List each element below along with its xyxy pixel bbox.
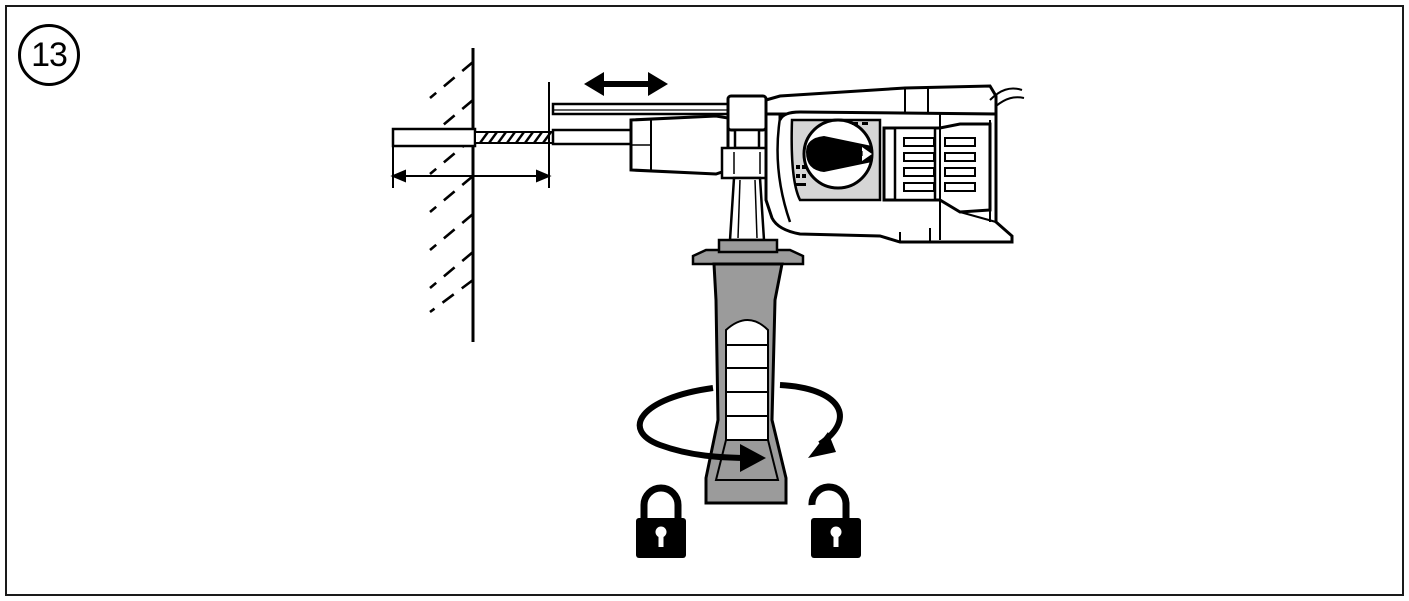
tool-chuck: [629, 114, 730, 176]
handle-collar: [726, 94, 768, 132]
padlock-closed-icon: [636, 484, 686, 558]
padlock-open-icon: [808, 483, 861, 558]
loosen-arrowhead: [808, 432, 836, 458]
double-headed-arrow-icon: [584, 72, 668, 96]
rotary-hammer-body: [764, 84, 1025, 244]
step-number-badge: 13: [18, 24, 80, 86]
circular-rotation-arrows-icon: [636, 382, 843, 461]
tighten-arrowhead: [740, 444, 766, 472]
drill-bit: [391, 127, 633, 148]
drill-bit-shank-in-wall: [391, 127, 477, 148]
wall: [429, 48, 475, 342]
drill-bit-shaft: [551, 128, 633, 146]
wall-hatching: [429, 61, 474, 314]
auxiliary-handle: [691, 94, 805, 505]
mode-selector-lever: [806, 136, 872, 172]
drilling-depth-dimension: [390, 82, 552, 188]
